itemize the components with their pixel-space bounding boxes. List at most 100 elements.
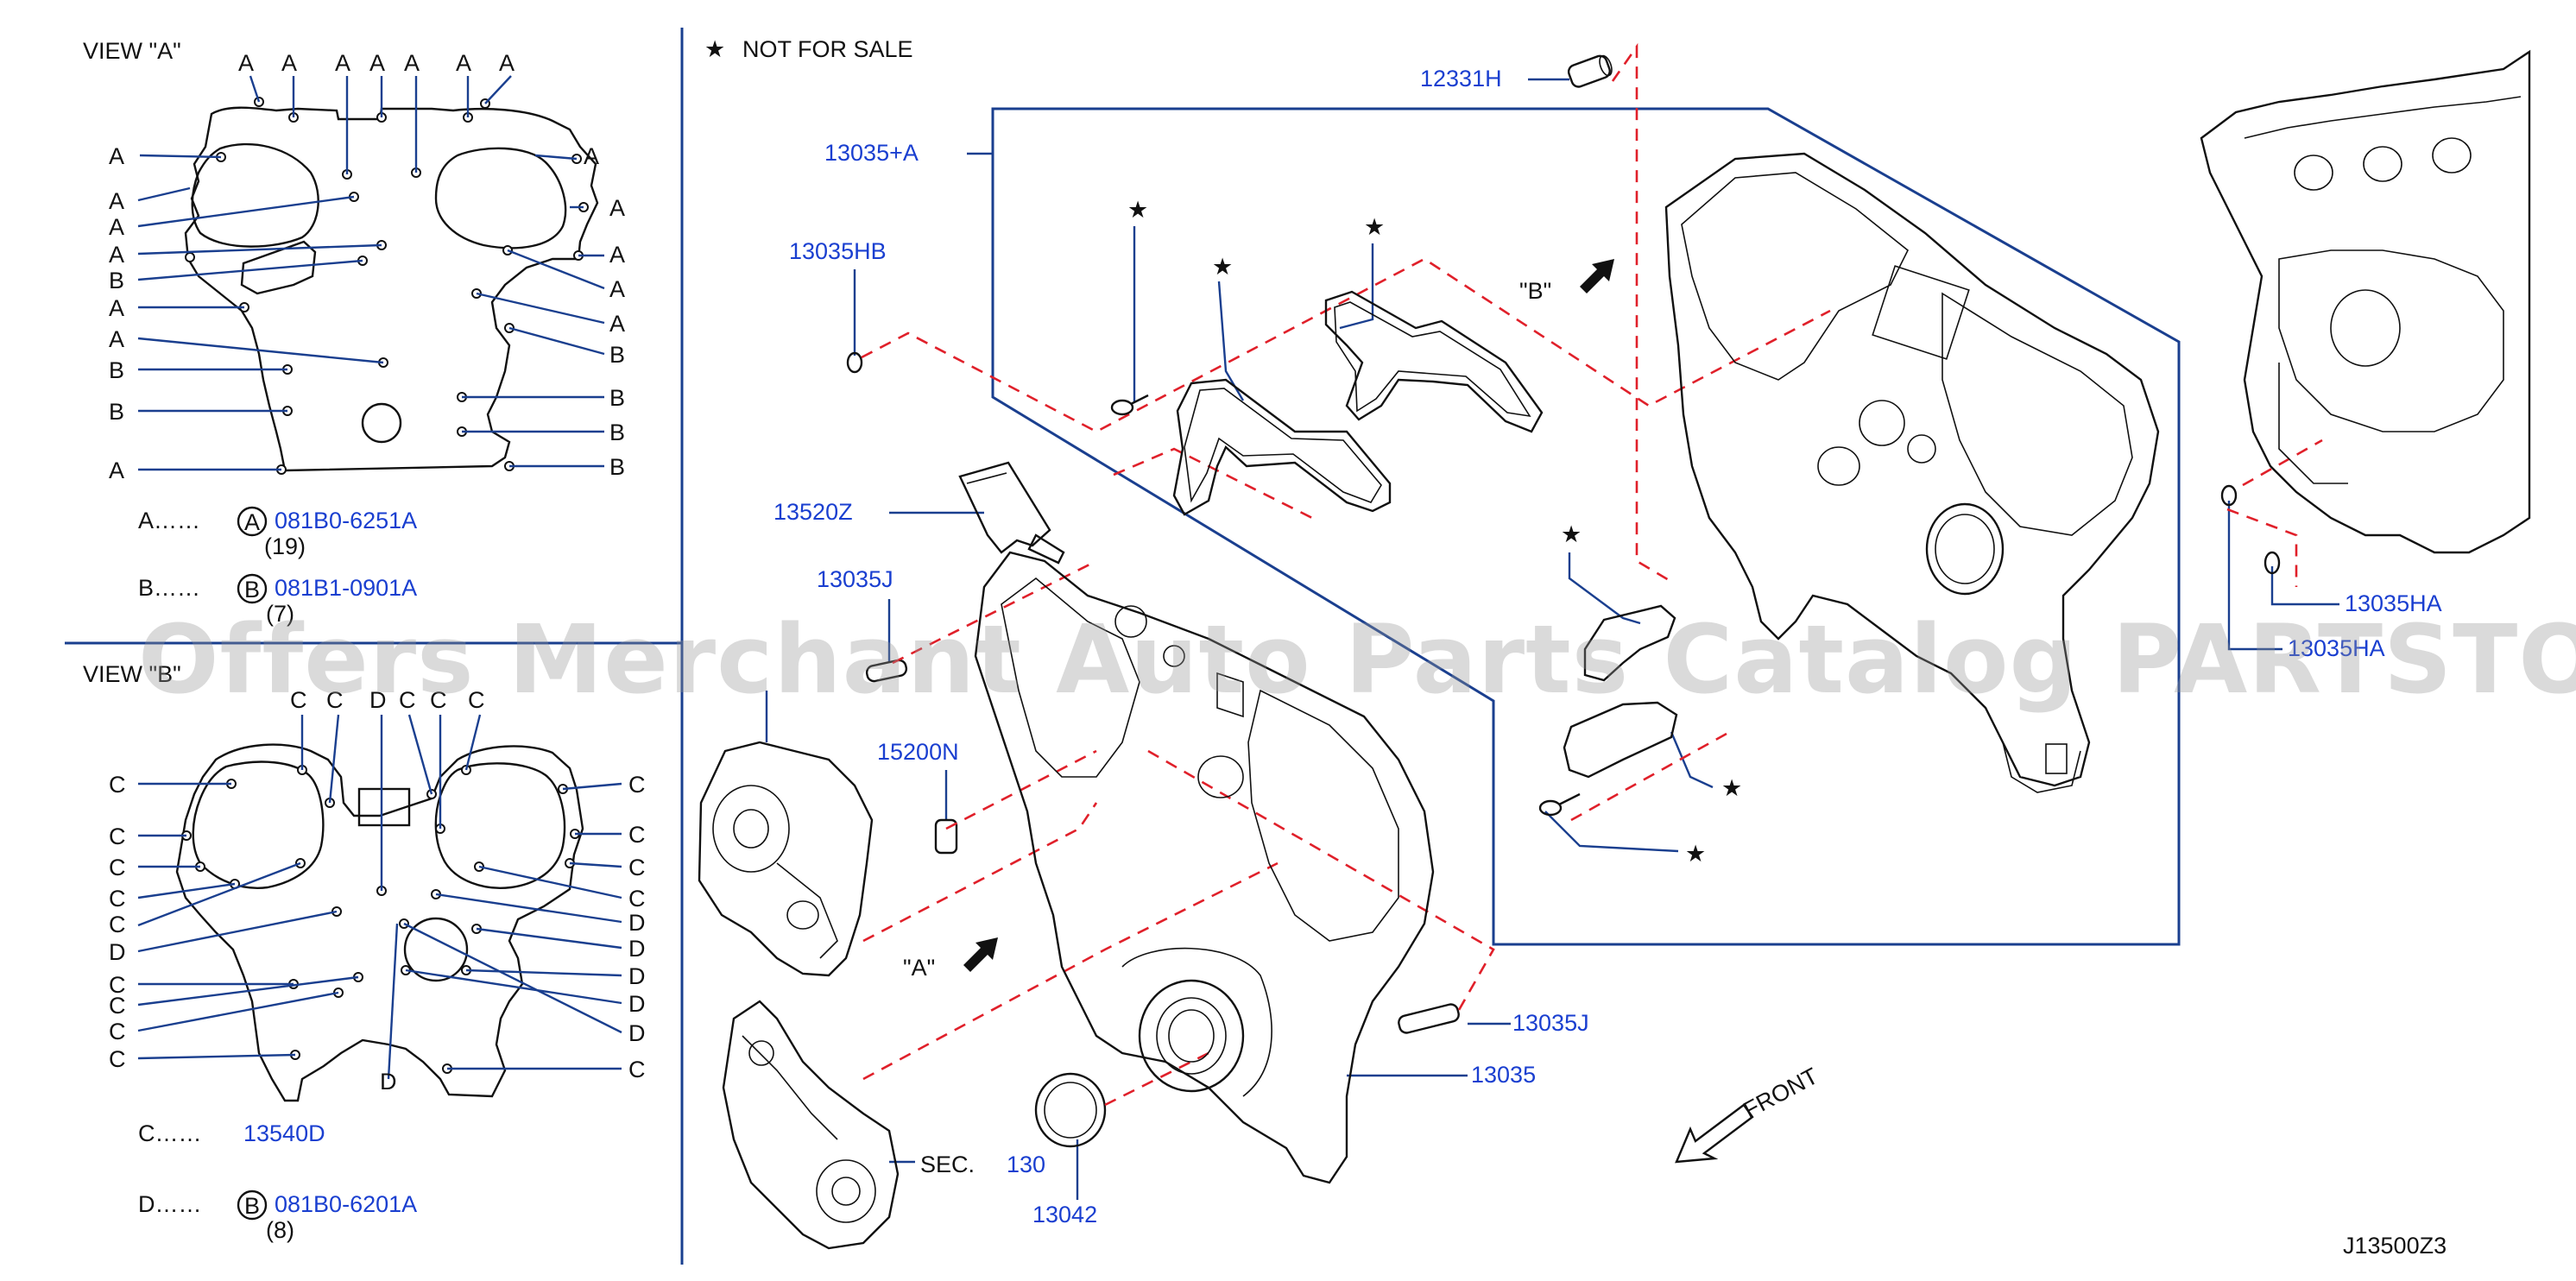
main-exploded-view: ★ NOT FOR SALE 12331H 13035+A 13035HB 13… bbox=[698, 36, 2531, 1259]
view-b-right-letter: D bbox=[628, 910, 646, 936]
gasket-center bbox=[1172, 378, 1392, 516]
sec-label: SEC. bbox=[920, 1152, 975, 1177]
legend-a-bubble-letter: A bbox=[244, 509, 260, 535]
legend-a-qty: (19) bbox=[264, 533, 306, 559]
view-a-left-letter: A bbox=[109, 242, 124, 268]
part-13035-label[interactable]: 13035 bbox=[1471, 1062, 1536, 1088]
legend-c-code[interactable]: 13540D bbox=[243, 1120, 325, 1146]
view-b-arrow-icon bbox=[1580, 259, 1614, 293]
view-b-panel: VIEW "B" bbox=[83, 661, 646, 1243]
view-a-left-letter: B bbox=[109, 357, 124, 383]
view-a-right-letter: B bbox=[609, 385, 625, 411]
front-arrow bbox=[1675, 1103, 1754, 1164]
part-12331h-label[interactable]: 12331H bbox=[1420, 66, 1502, 92]
view-a-left-letter: A bbox=[109, 188, 124, 214]
view-b-right-letter: D bbox=[628, 1020, 646, 1046]
view-a-bolt-dots bbox=[185, 97, 589, 475]
view-b-window bbox=[357, 787, 411, 827]
view-a-arrow-icon bbox=[963, 937, 998, 972]
view-b-left-letter: C bbox=[109, 912, 126, 937]
front-label: FRONT bbox=[1739, 1063, 1822, 1123]
part-13035ha-leader bbox=[2270, 566, 2339, 606]
diagram-id: J13500Z3 bbox=[2343, 1233, 2447, 1259]
part-13042-label[interactable]: 13042 bbox=[1032, 1202, 1097, 1227]
view-b-top-letter: C bbox=[290, 687, 307, 713]
star-icon: ★ bbox=[1212, 254, 1233, 280]
view-b-left-letter: C bbox=[109, 1046, 126, 1072]
part-13035ha-plug bbox=[2263, 551, 2281, 575]
view-b-lobe-left bbox=[192, 760, 325, 889]
gasket-small-a bbox=[1583, 604, 1676, 682]
star-icon: ★ bbox=[1364, 214, 1385, 240]
view-b-bore bbox=[403, 917, 469, 982]
not-for-sale-note: NOT FOR SALE bbox=[742, 36, 913, 62]
view-a-left-letter: A bbox=[109, 214, 124, 240]
bolt-icon bbox=[1538, 792, 1581, 817]
view-b-left-letter: C bbox=[109, 1019, 126, 1044]
legend-a-key: A…… bbox=[138, 508, 200, 533]
star-icon: ★ bbox=[1127, 197, 1148, 223]
alignment-lines bbox=[861, 42, 2323, 1107]
view-a-left-letter: B bbox=[109, 268, 124, 293]
view-b-left-letter: C bbox=[109, 772, 126, 798]
part-13035j-bottom-label[interactable]: 13035J bbox=[1512, 1010, 1589, 1036]
legend-d-bubble-letter: B bbox=[244, 1193, 260, 1219]
view-b-top-letter: C bbox=[430, 687, 447, 713]
view-a-top-letter: A bbox=[281, 50, 297, 76]
bolt-icon bbox=[1110, 394, 1149, 416]
view-a-lobe-left bbox=[191, 142, 319, 248]
part-15200n-label[interactable]: 15200N bbox=[877, 739, 959, 765]
legend-b-code[interactable]: 081B1-0901A bbox=[275, 575, 417, 601]
part-13035ha-label-2[interactable]: 13035HA bbox=[2288, 635, 2385, 661]
legend-c-key: C…… bbox=[138, 1120, 202, 1146]
part-13520z-label[interactable]: 13520Z bbox=[773, 499, 853, 525]
view-b-bottom-letter: D bbox=[380, 1069, 397, 1095]
view-b-right-letter: D bbox=[628, 991, 646, 1017]
legend-d-key: D…… bbox=[138, 1191, 202, 1217]
view-a-callout: "A" bbox=[903, 955, 935, 981]
legend-d-code[interactable]: 081B0-6201A bbox=[275, 1191, 417, 1217]
view-a-title: VIEW "A" bbox=[83, 38, 181, 64]
star-icon: ★ bbox=[1561, 521, 1582, 547]
gasket-small-b bbox=[1563, 701, 1678, 779]
view-a-left-letter: A bbox=[109, 295, 124, 321]
view-a-right-letter: B bbox=[609, 342, 625, 368]
view-b-left-letter: C bbox=[109, 993, 126, 1019]
legend-b-bubble bbox=[237, 573, 268, 604]
part-13035ha-label[interactable]: 13035HA bbox=[2345, 590, 2442, 616]
view-a-lobe-right bbox=[434, 147, 567, 249]
part-13035j-top-label[interactable]: 13035J bbox=[817, 566, 893, 592]
legend-a-code[interactable]: 081B0-6251A bbox=[275, 508, 417, 533]
belt-tensioner bbox=[722, 1000, 900, 1250]
view-b-left-letter: C bbox=[109, 824, 126, 849]
view-a-panel: VIEW "A" bbox=[83, 38, 625, 627]
view-a-top-letter: A bbox=[499, 50, 515, 76]
view-a-left-letter: B bbox=[109, 399, 124, 425]
view-b-right-letter: C bbox=[628, 855, 646, 880]
part-15200n-plug bbox=[934, 818, 958, 855]
part-13035ha-plug-2 bbox=[2220, 484, 2238, 507]
part-13035hb-label[interactable]: 13035HB bbox=[789, 238, 887, 264]
part-12331h-pin bbox=[1567, 54, 1613, 88]
view-a-right-letter: B bbox=[609, 420, 625, 445]
view-a-top-letter: A bbox=[404, 50, 420, 76]
legend-d-qty: (8) bbox=[266, 1217, 294, 1243]
view-a-right-letter: A bbox=[584, 143, 599, 169]
inner-timing-cover bbox=[1664, 152, 2160, 793]
view-a-right-letter: A bbox=[609, 242, 625, 268]
view-a-bore bbox=[361, 402, 402, 444]
view-b-left-letter: D bbox=[109, 939, 126, 965]
view-b-top-letter: C bbox=[468, 687, 485, 713]
water-pump bbox=[698, 741, 874, 977]
view-a-top-letter: A bbox=[456, 50, 471, 76]
sec-130-link[interactable]: 130 bbox=[1007, 1152, 1045, 1177]
part-13035ha-leader-2 bbox=[2227, 501, 2282, 651]
view-b-top-letter: C bbox=[399, 687, 416, 713]
part-13035j-top-dowel bbox=[865, 659, 908, 683]
view-b-left-letter: C bbox=[109, 886, 126, 912]
outer-timing-cover bbox=[974, 551, 1435, 1184]
part-13035a-label[interactable]: 13035+A bbox=[824, 140, 919, 166]
legend-a-bubble bbox=[237, 506, 268, 537]
view-b-title: VIEW "B" bbox=[83, 661, 181, 687]
